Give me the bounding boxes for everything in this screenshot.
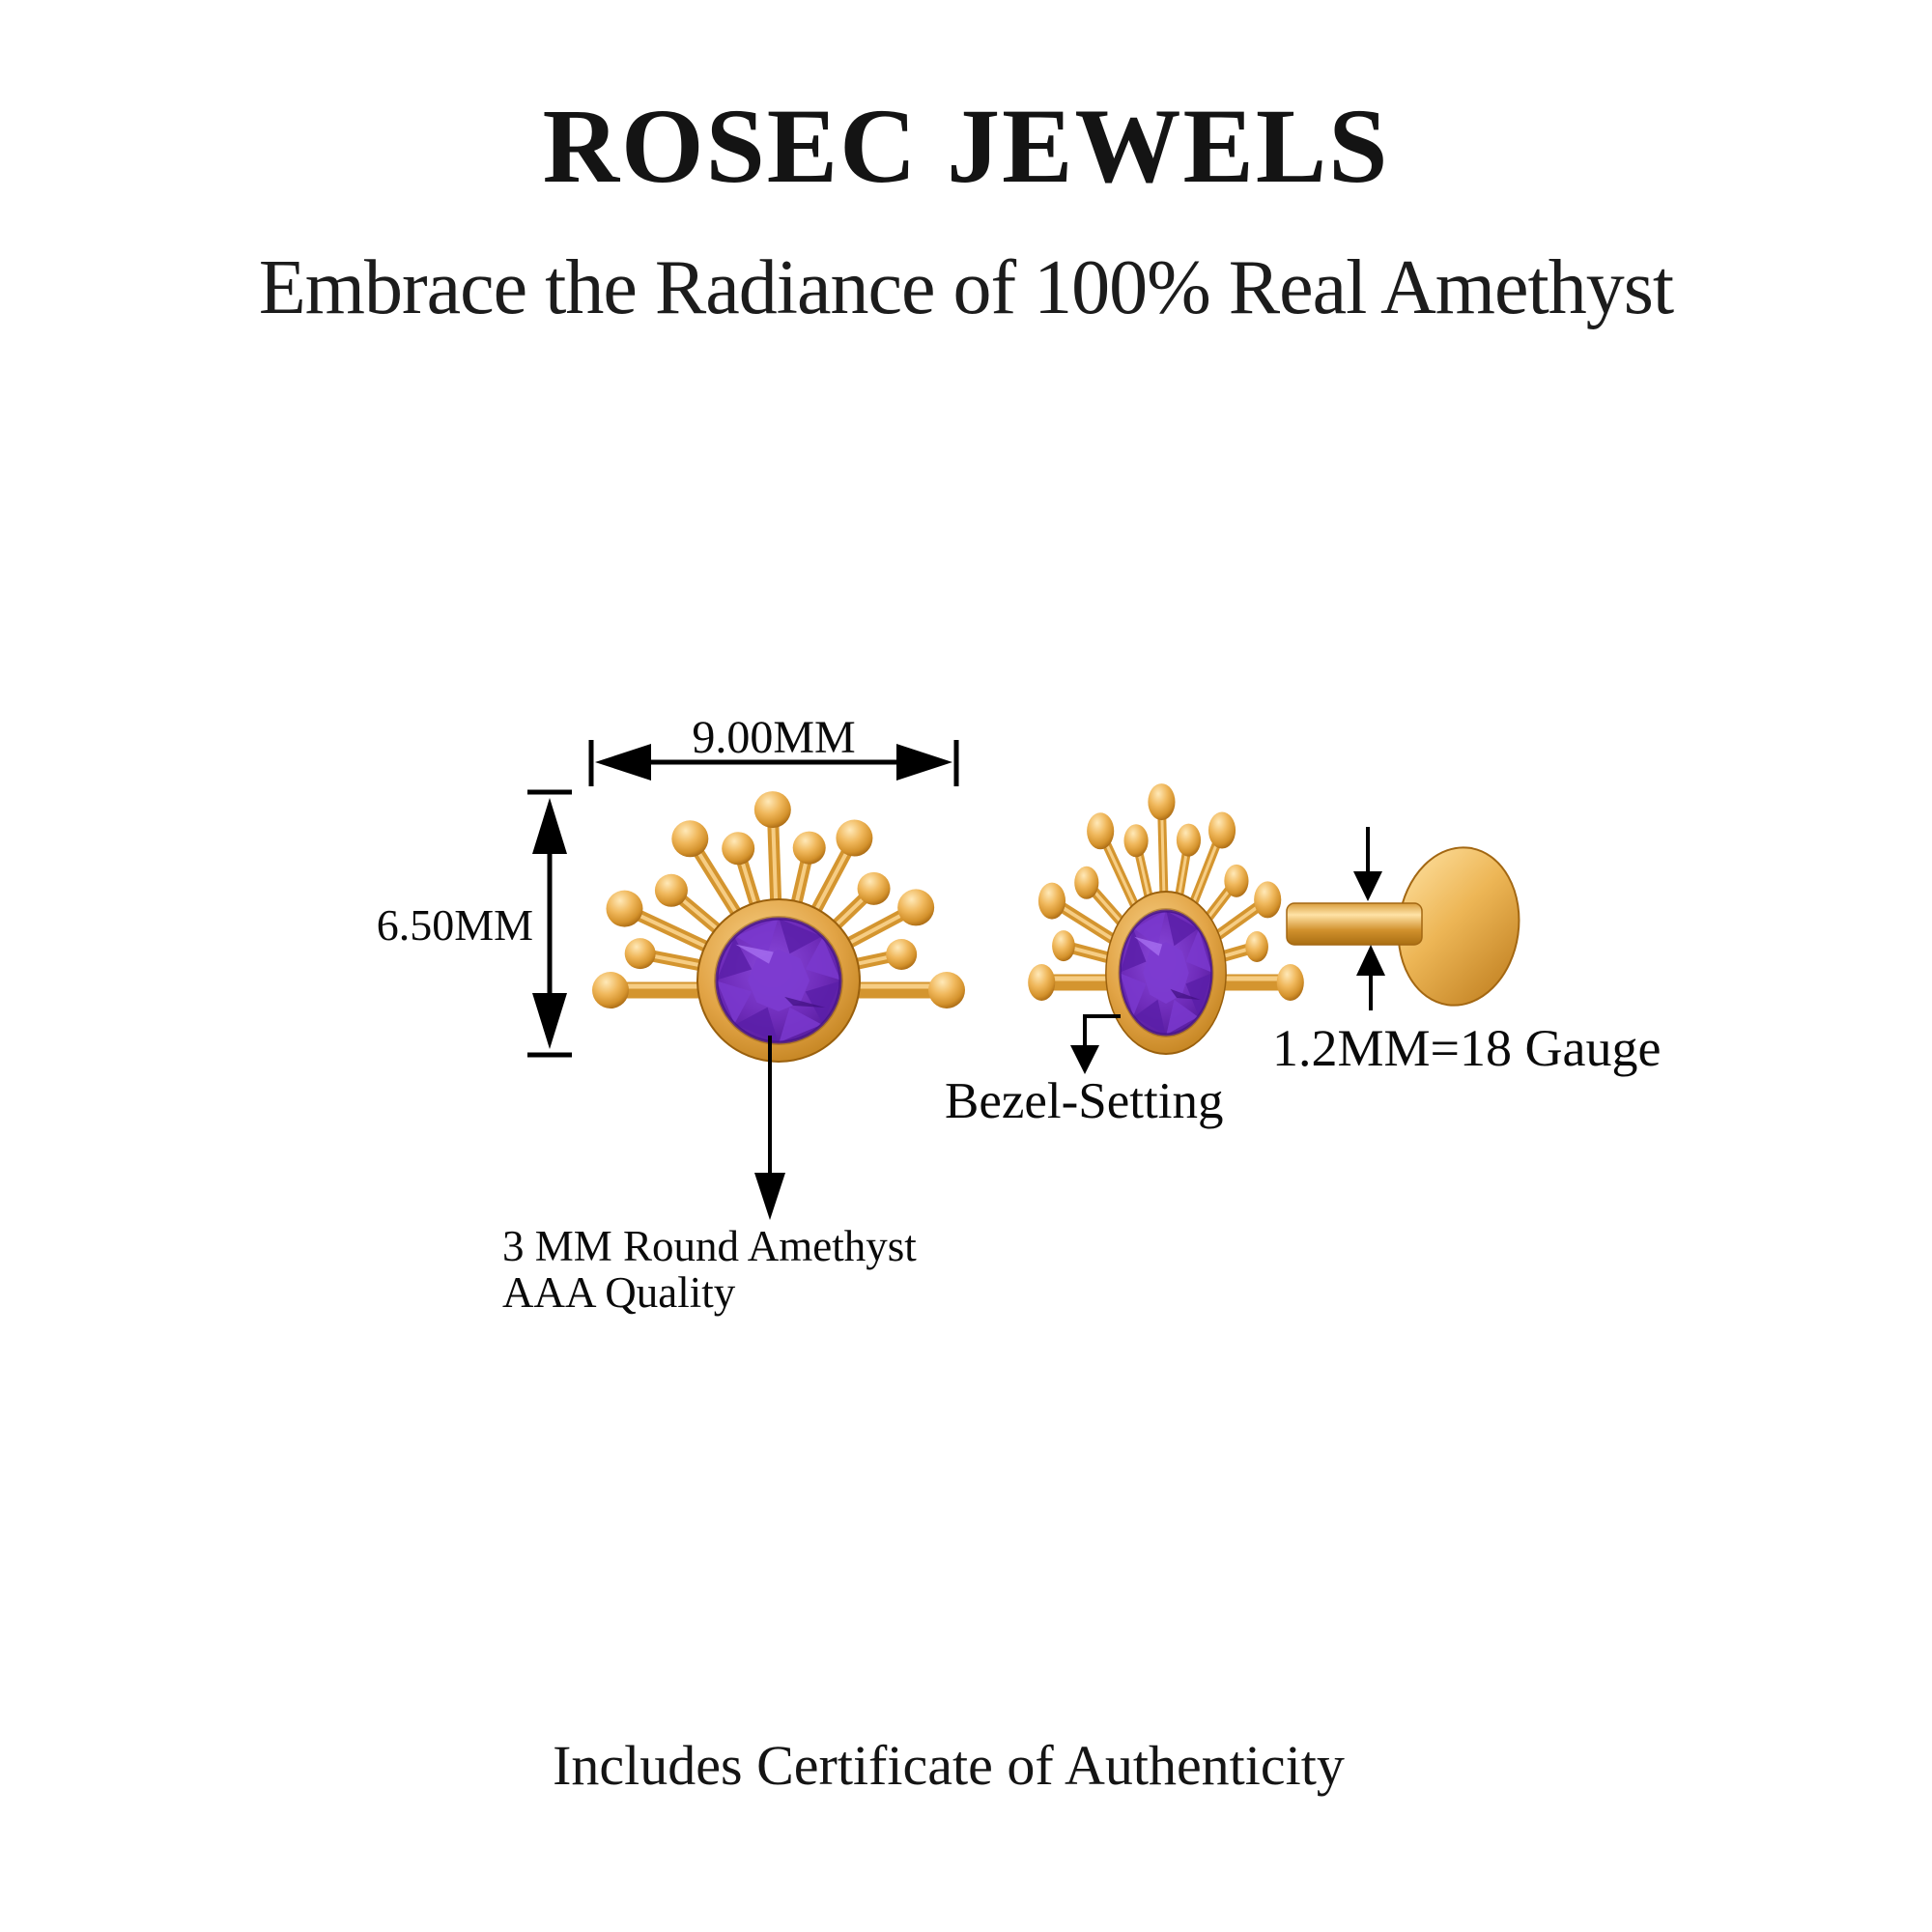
gem-table [748, 950, 810, 1011]
bezel-pointer-line [1083, 1014, 1121, 1049]
bar-end-ball [592, 972, 629, 1009]
gem-shadow-facet [784, 996, 826, 1008]
height-dimension [527, 789, 572, 1058]
gem-quality-line1: 3 MM Round Amethyst [502, 1222, 917, 1270]
bezel-rim [714, 916, 843, 1045]
gem-quality-line2: AAA Quality [502, 1268, 736, 1317]
gem-facet [779, 1007, 822, 1042]
gem-facet [735, 919, 779, 954]
amethyst-gem-side [1119, 909, 1213, 1037]
right-arrow-icon [896, 744, 952, 781]
sunburst-ball [624, 938, 656, 970]
bezel-pointer-arrow-icon [1070, 1045, 1099, 1074]
sunburst-ball [836, 819, 873, 857]
down-arrow-icon [532, 993, 567, 1049]
width-dimension-label: 9.00MM [692, 712, 856, 763]
sunburst-ball [1123, 824, 1149, 858]
sunburst-ball [1148, 783, 1176, 821]
gem-facet [805, 980, 840, 1024]
bezel-rim [1118, 908, 1214, 1037]
gem-facet [1166, 999, 1199, 1035]
bar-end-ball [1028, 964, 1056, 1001]
tagline: Embrace the Radiance of 100% Real Amethy… [258, 245, 1674, 330]
post-gauge-pointers [1353, 827, 1385, 1010]
sunburst-ball [886, 938, 918, 970]
left-arrow-icon [595, 744, 651, 781]
footer-note: Includes Certificate of Authenticity [553, 1734, 1345, 1797]
sunburst-ball [1208, 811, 1236, 849]
gem-facet [1133, 911, 1166, 947]
gem-facet [1133, 999, 1166, 1035]
gem-girdle [1119, 909, 1213, 1037]
sunburst-ball [792, 831, 826, 865]
sunburst-ball [1087, 812, 1115, 850]
sunburst-ball [1254, 881, 1282, 919]
sunburst-ball [1176, 823, 1202, 857]
gem-facet [1120, 973, 1147, 1016]
labret-post [1286, 902, 1423, 946]
sunburst-ball [1224, 864, 1249, 897]
gem-facet [717, 980, 753, 1024]
amethyst-gem-front [715, 917, 842, 1044]
sunburst-ball [857, 871, 891, 905]
sunburst-ball [1037, 882, 1066, 920]
sunburst-ball [671, 820, 709, 858]
gem-facet [1185, 973, 1212, 1016]
gem-facet [1185, 929, 1212, 973]
front-view-earring [592, 791, 965, 1063]
sunburst-ball [753, 791, 791, 829]
gem-pointer [754, 1036, 785, 1220]
bezel-setting-label: Bezel-Setting [945, 1073, 1224, 1129]
gem-facet [779, 919, 822, 954]
bar-end-ball [928, 972, 965, 1009]
sunburst-ball [654, 873, 688, 907]
side-view-post-and-disc [1286, 846, 1520, 1007]
brand-title: ROSEC JEWELS [542, 87, 1390, 205]
gem-facet [1120, 929, 1147, 973]
sunburst-ball [1245, 930, 1268, 962]
gem-sparkle [735, 944, 774, 964]
gem-table [1143, 942, 1189, 1004]
sunburst-ball [606, 890, 643, 927]
width-dimension [588, 740, 959, 786]
side-view-earring [1028, 783, 1304, 1055]
gem-sparkle [1134, 936, 1163, 956]
gem-facet [1166, 911, 1199, 947]
up-arrow-icon [532, 798, 567, 854]
gem-shadow-facet [1170, 988, 1201, 1000]
gem-girdle [715, 917, 842, 1044]
gem-facet [805, 937, 840, 980]
height-dimension-label: 6.50MM [376, 900, 533, 950]
gem-quality-label: 3 MM Round Amethyst AAA Quality [502, 1223, 917, 1316]
post-gauge-label: 1.2MM=18 Gauge [1272, 1019, 1662, 1077]
sunburst-ball [1052, 930, 1075, 962]
gauge-bottom-arrow-icon [1356, 945, 1385, 976]
gem-facet [717, 937, 753, 980]
gem-pointer-arrow-icon [754, 1173, 785, 1220]
gauge-top-arrow-icon [1353, 871, 1382, 901]
sunburst-ball [722, 832, 755, 866]
bar-end-ball [1276, 964, 1304, 1001]
sunburst-ball [1074, 866, 1099, 899]
bezel-pointer [1070, 1014, 1121, 1074]
sunburst-ball [897, 889, 935, 926]
gem-facet [735, 1007, 779, 1042]
